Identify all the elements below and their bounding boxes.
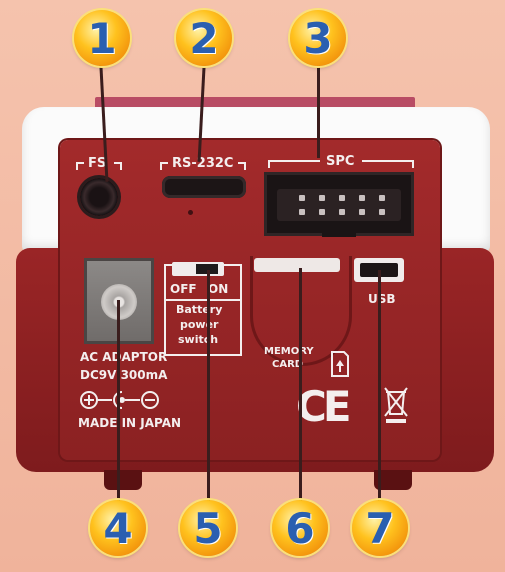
spc-pin bbox=[359, 209, 365, 215]
switch-on-label: ON bbox=[208, 282, 229, 296]
fs-label: FS bbox=[88, 156, 107, 171]
fs-bracket-right bbox=[114, 162, 122, 170]
spc-port-key bbox=[322, 229, 356, 237]
spc-pin bbox=[299, 209, 305, 215]
callout-1: 1 bbox=[74, 10, 130, 66]
spc-pin bbox=[339, 195, 345, 201]
leader-line-4 bbox=[117, 300, 120, 520]
callout-3: 3 bbox=[290, 10, 346, 66]
leader-line-5 bbox=[207, 270, 210, 520]
spc-pin bbox=[299, 195, 305, 201]
switch-caption-1: Battery bbox=[176, 303, 223, 316]
spc-pin bbox=[319, 195, 325, 201]
weee-bin-icon bbox=[384, 387, 408, 423]
panel-screw bbox=[188, 210, 193, 215]
switch-caption-3: switch bbox=[178, 333, 219, 346]
spc-port-socket bbox=[277, 189, 401, 221]
switch-caption-2: power bbox=[180, 318, 219, 331]
callout-5: 5 bbox=[180, 500, 236, 556]
spc-bracket-right bbox=[362, 160, 414, 168]
callout-2: 2 bbox=[176, 10, 232, 66]
ac-adaptor-label: AC ADAPTOR bbox=[80, 350, 168, 364]
spc-pin bbox=[359, 195, 365, 201]
callout-7: 7 bbox=[352, 500, 408, 556]
dc-polarity-icon bbox=[80, 391, 159, 409]
leader-line-7 bbox=[378, 270, 381, 520]
memory-card-label-1: MEMORY bbox=[264, 346, 314, 357]
rs232c-bracket-right bbox=[238, 162, 246, 170]
spc-label: SPC bbox=[326, 154, 355, 169]
switch-off-label: OFF bbox=[170, 282, 197, 296]
leader-line-3 bbox=[317, 58, 320, 158]
ce-mark-icon: CE bbox=[296, 382, 351, 431]
spc-pin bbox=[379, 209, 385, 215]
sd-card-icon bbox=[331, 351, 349, 377]
made-in-label: MADE IN JAPAN bbox=[78, 416, 182, 430]
callout-4: 4 bbox=[90, 500, 146, 556]
spc-pin bbox=[319, 209, 325, 215]
rs232c-label: RS-232C bbox=[172, 156, 234, 171]
callout-6: 6 bbox=[272, 500, 328, 556]
fs-bracket-left bbox=[76, 162, 84, 170]
battery-switch-knob bbox=[196, 264, 218, 274]
memory-card-label-2: CARD bbox=[272, 359, 304, 370]
leader-line-6 bbox=[299, 268, 302, 520]
spc-pin bbox=[339, 209, 345, 215]
device-foot-right bbox=[374, 470, 412, 490]
usb-label: USB bbox=[368, 292, 396, 306]
spc-pin bbox=[379, 195, 385, 201]
rs232c-bracket-left bbox=[160, 162, 168, 170]
spc-port bbox=[264, 172, 414, 237]
fs-port bbox=[80, 178, 118, 216]
device-foot-left bbox=[104, 470, 142, 490]
ac-rating-label: DC9V 300mA bbox=[80, 368, 168, 382]
switch-divider bbox=[166, 299, 240, 301]
spc-bracket-left bbox=[268, 160, 320, 168]
rs232c-port bbox=[162, 176, 246, 198]
memory-card-slot bbox=[254, 258, 340, 272]
